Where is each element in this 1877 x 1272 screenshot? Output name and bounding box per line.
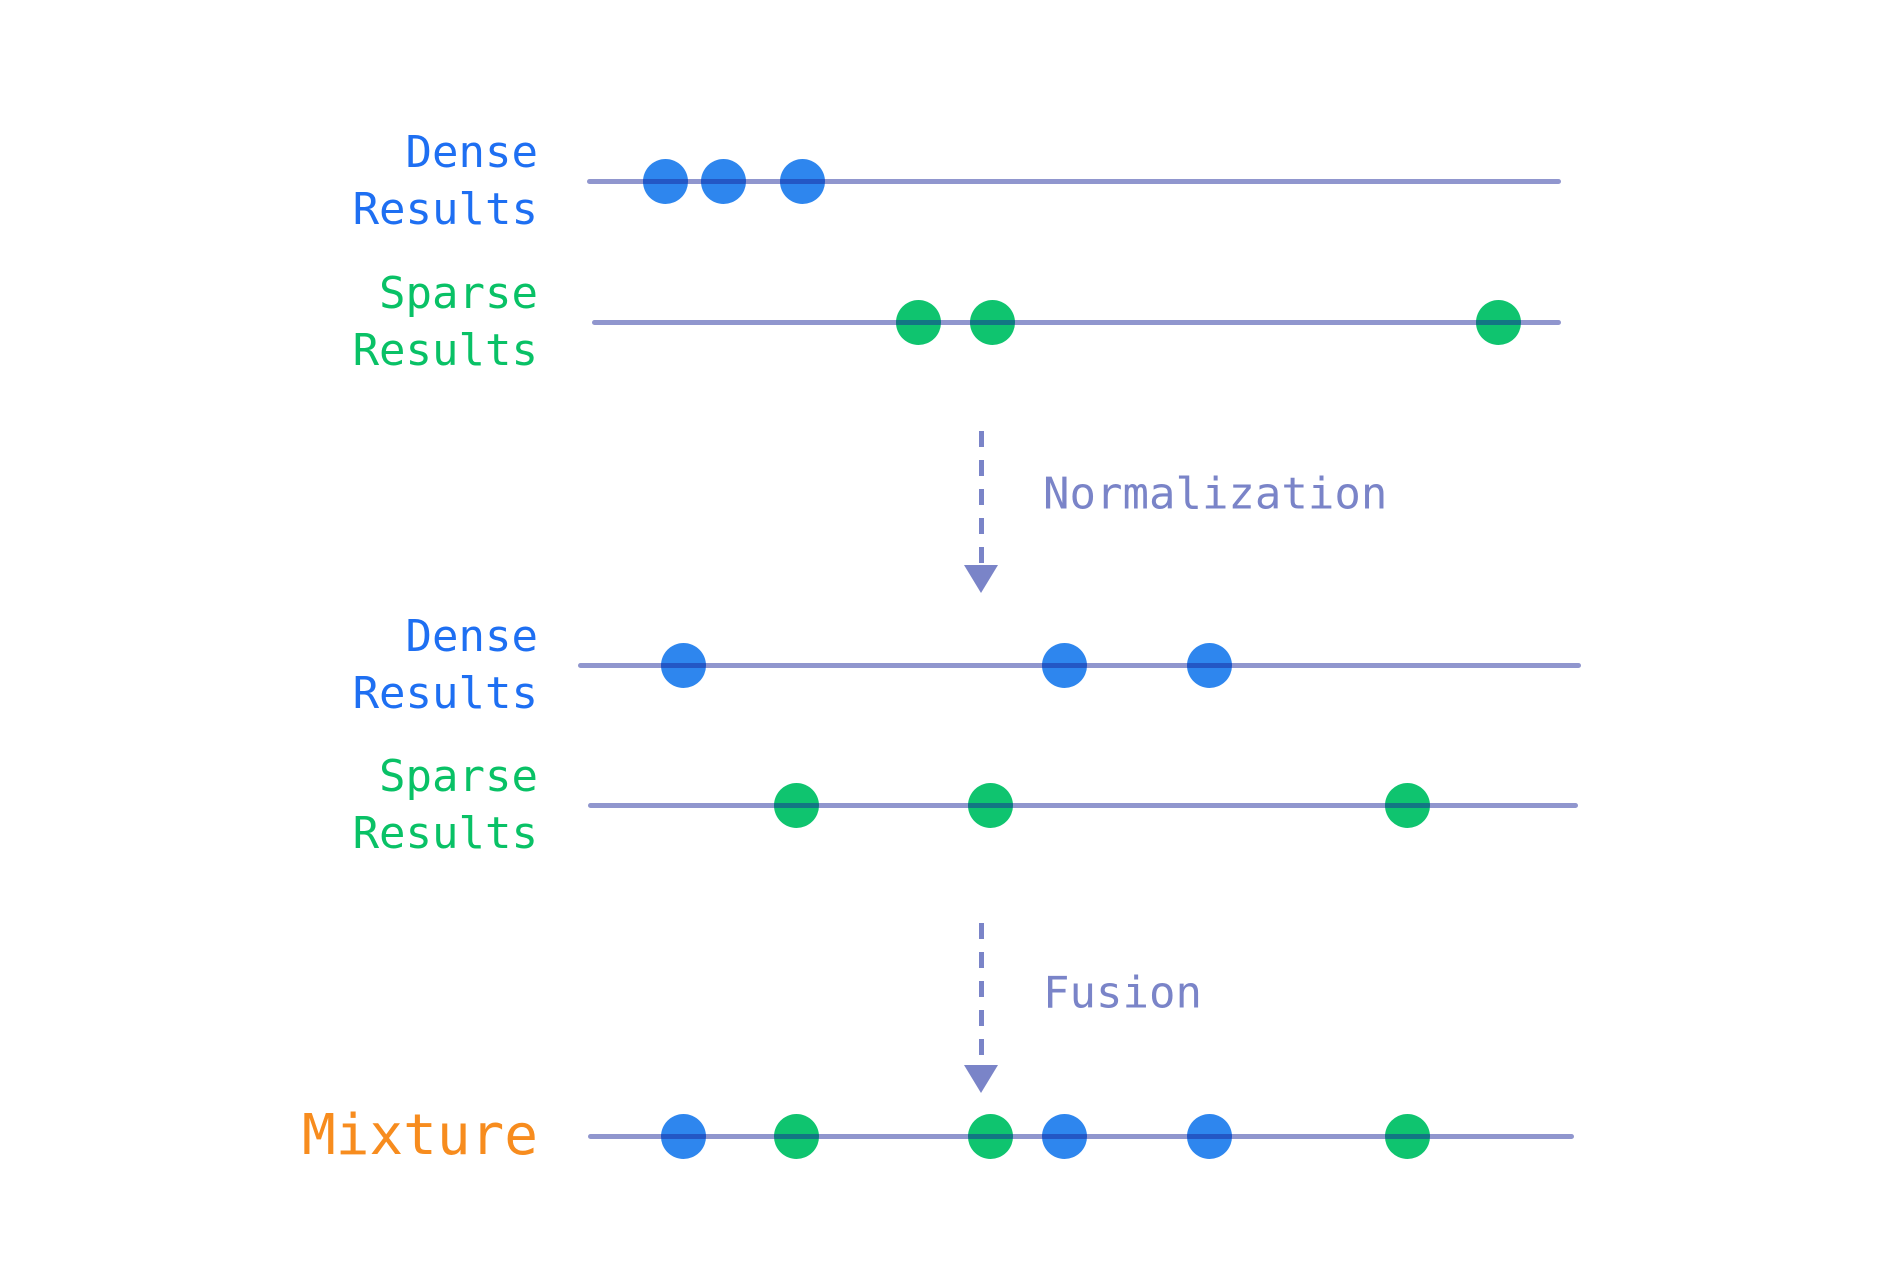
sparse-result-dot [969, 299, 1015, 345]
dense-result-dot [1186, 1113, 1232, 1159]
sparse-result-dot [895, 299, 941, 345]
dense-result-dot [1041, 642, 1087, 688]
label-line: Results [352, 184, 538, 235]
dense-results-normalized-label: Dense Results [353, 608, 538, 722]
label-line: Mixture [301, 1103, 538, 1168]
dashed-arrow-line [978, 431, 984, 567]
label-line: Sparse [379, 751, 538, 802]
dense-result-dot [1186, 642, 1232, 688]
mixture-line [588, 1133, 1574, 1139]
sparse-result-dot [967, 1113, 1013, 1159]
dense-result-dot [660, 1113, 706, 1159]
dense-results-original-line [587, 178, 1561, 184]
sparse-results-original-label: Sparse Results [353, 265, 538, 379]
label-line: Dense [405, 127, 538, 178]
sparse-result-dot [967, 782, 1013, 828]
dense-results-original-label: Dense Results [353, 124, 538, 238]
dashed-arrow-line [978, 923, 984, 1067]
sparse-results-original-line [592, 319, 1561, 325]
sparse-result-dot [1384, 782, 1430, 828]
dense-result-dot [1041, 1113, 1087, 1159]
normalization-label: Normalization [1043, 468, 1388, 520]
label-line: Results [352, 808, 538, 859]
dense-result-dot [779, 158, 825, 204]
arrow-down-icon [964, 1065, 998, 1093]
sparse-results-normalized-line [588, 802, 1578, 808]
sparse-result-dot [1475, 299, 1521, 345]
dense-result-dot [660, 642, 706, 688]
dense-results-normalized-line [578, 662, 1581, 668]
label-line: Results [352, 668, 538, 719]
arrow-down-icon [964, 565, 998, 593]
sparse-results-normalized-label: Sparse Results [353, 748, 538, 862]
sparse-result-dot [1384, 1113, 1430, 1159]
label-line: Sparse [379, 268, 538, 319]
label-line: Dense [405, 611, 538, 662]
label-line: Results [352, 325, 538, 376]
fusion-label: Fusion [1043, 967, 1202, 1019]
dense-result-dot [700, 158, 746, 204]
sparse-result-dot [773, 782, 819, 828]
sparse-result-dot [773, 1113, 819, 1159]
mixture-label: Mixture [302, 1104, 538, 1168]
dense-result-dot [642, 158, 688, 204]
